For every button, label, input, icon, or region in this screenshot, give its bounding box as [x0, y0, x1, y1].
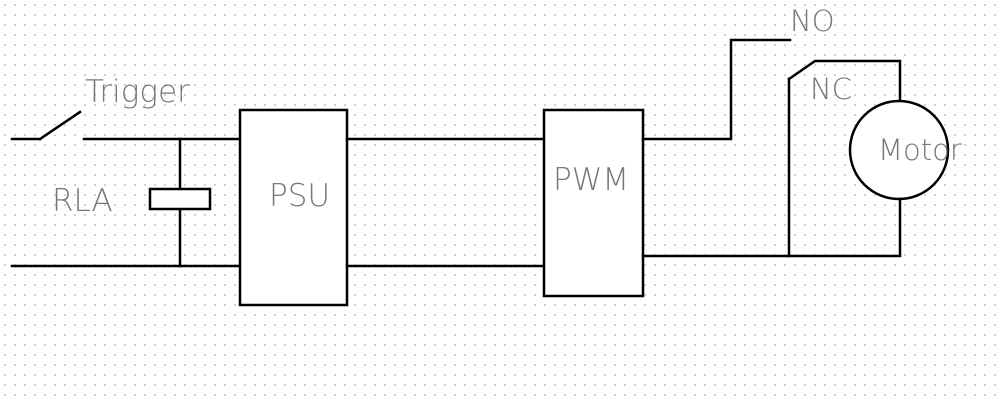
wire-nc-contact-to-motor — [787, 59, 902, 106]
trigger-label: Trigger — [85, 74, 190, 110]
wire-pwm-to-no-contact — [641, 38, 792, 141]
trigger-switch-blade — [38, 110, 82, 141]
psu-block — [238, 108, 349, 307]
pwm-label: PWM — [553, 162, 629, 198]
wire-pwm-to-motor-return — [641, 197, 902, 258]
trigger-switch — [10, 110, 82, 141]
no-label: NO — [790, 4, 835, 38]
nc-label: NC — [810, 72, 852, 106]
relay-coil-body — [148, 187, 212, 211]
motor-label: Motor — [878, 133, 962, 167]
psu-label: PSU — [269, 178, 330, 214]
rla-label: RLA — [52, 183, 113, 219]
relay-coil — [148, 137, 212, 268]
pwm-block — [542, 108, 645, 298]
